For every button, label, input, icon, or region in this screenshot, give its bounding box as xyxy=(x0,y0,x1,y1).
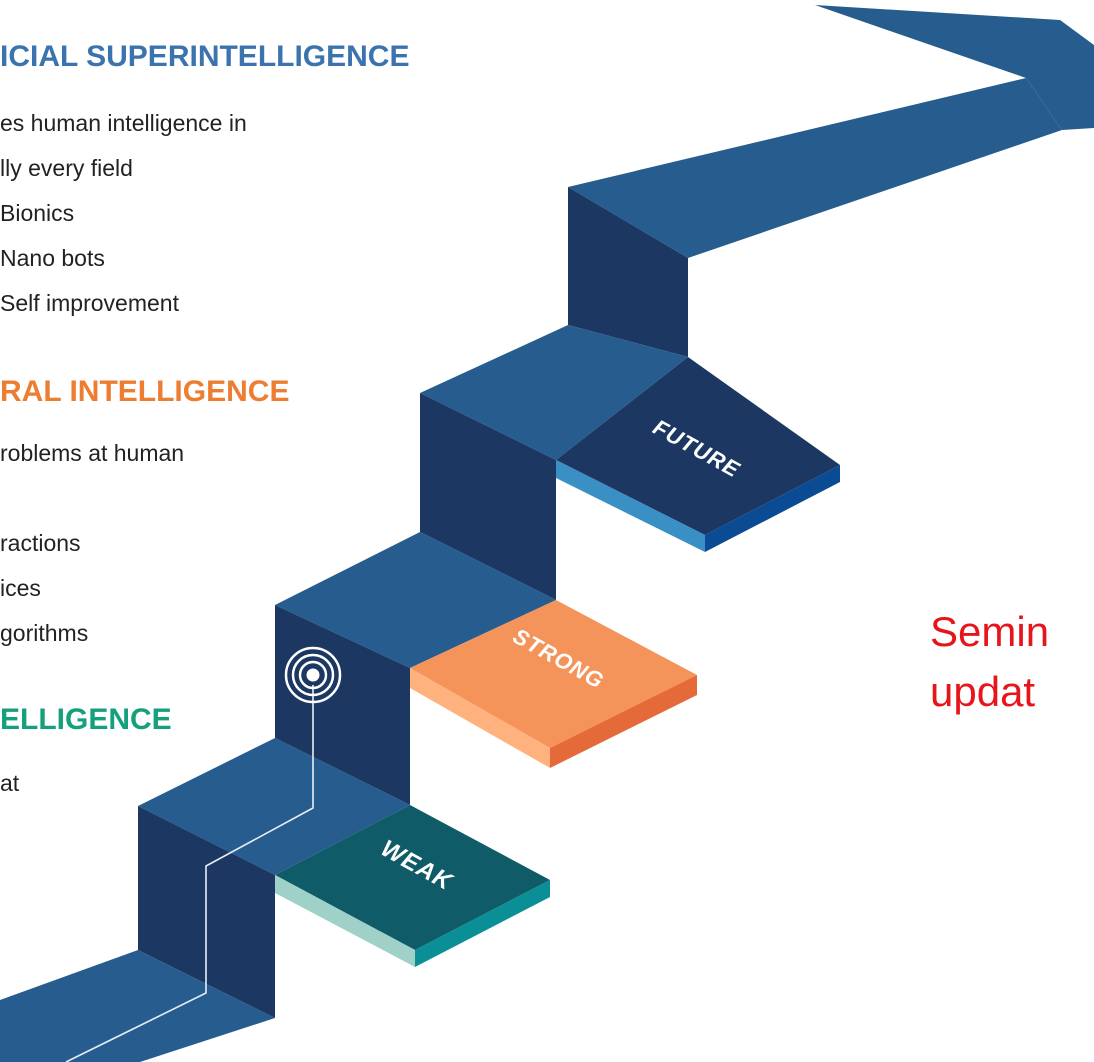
future-pad-top xyxy=(556,357,840,535)
weak-pad-top xyxy=(275,805,550,950)
arrow-head xyxy=(815,5,1094,130)
step1-tread xyxy=(0,950,275,1062)
side-note-line-1: Semin xyxy=(930,608,1050,655)
target-icon xyxy=(284,646,342,704)
asi-heading: ICIAL SUPERINTELLIGENCE xyxy=(0,40,410,73)
agi-line-2: ractions xyxy=(0,530,81,556)
agi-line-4: gorithms xyxy=(0,620,89,646)
step3-tread xyxy=(275,532,556,668)
asi-line-1: es human intelligence in xyxy=(0,110,247,136)
agi-heading: RAL INTELLIGENCE xyxy=(0,375,290,408)
asi-line-5: Self improvement xyxy=(0,290,179,316)
step2-tread xyxy=(138,738,410,875)
step4-riser xyxy=(420,393,556,600)
side-note-line-2: updat xyxy=(930,668,1036,715)
asi-line-2: lly every field xyxy=(0,155,133,181)
strong-pad-side xyxy=(550,675,697,768)
arrow-riser xyxy=(568,187,688,357)
agi-line-3: ices xyxy=(0,575,41,601)
strong-pad-top xyxy=(410,600,697,748)
weak-pad-side xyxy=(415,880,550,967)
asi-line-3: Bionics xyxy=(0,200,75,226)
ani-heading: ELLIGENCE xyxy=(0,703,172,736)
circuit-line xyxy=(65,685,314,1062)
ani-line-1: at xyxy=(0,770,20,796)
future-pad-front xyxy=(556,460,705,552)
step4-tread xyxy=(420,325,688,460)
future-pad-side xyxy=(705,465,840,552)
agi-line-1: roblems at human xyxy=(0,440,185,466)
weak-pad-front xyxy=(275,875,415,967)
arrow-shaft-top xyxy=(568,78,1062,258)
asi-line-4: Nano bots xyxy=(0,245,105,271)
strong-pad-front xyxy=(410,668,550,768)
